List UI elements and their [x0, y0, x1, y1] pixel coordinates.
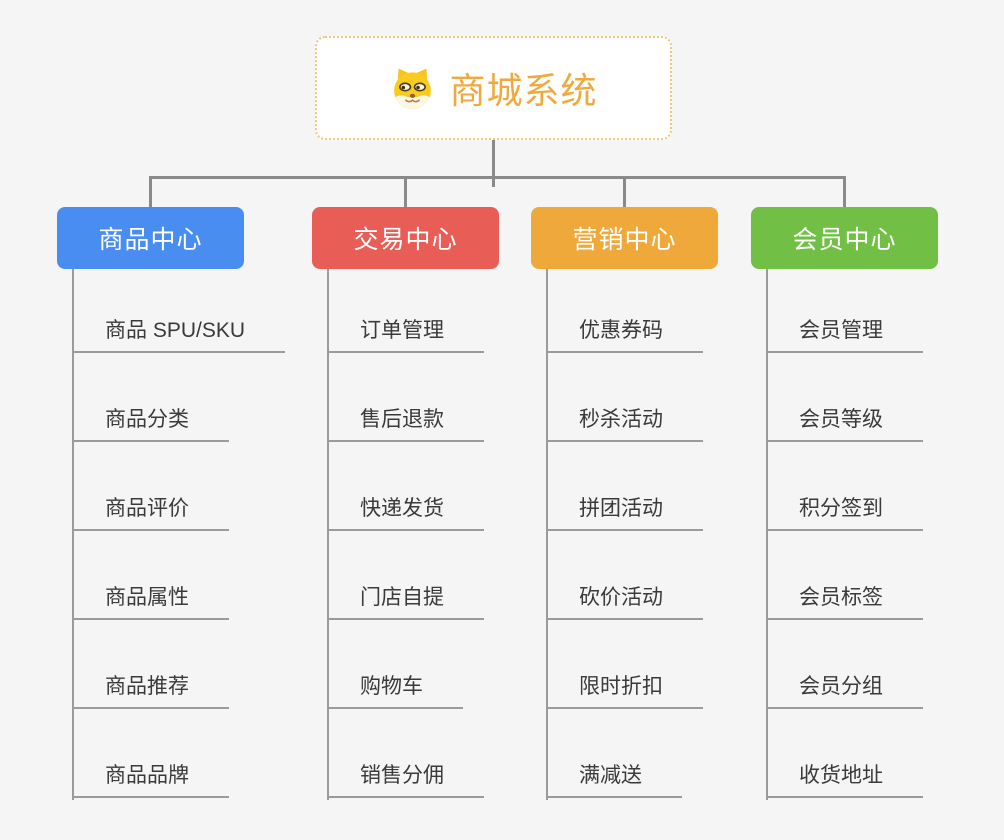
leaf-node[interactable]: 购物车	[327, 673, 463, 709]
leaf-row: 砍价活动	[531, 531, 781, 620]
leaf-row: 限时折扣	[531, 620, 781, 709]
branch-leaf-list: 优惠券码秒杀活动拼团活动砍价活动限时折扣满减送	[531, 269, 781, 800]
branch-node-member-center[interactable]: 会员中心	[751, 207, 938, 269]
leaf-row: 会员标签	[751, 531, 1001, 620]
branch-node-product-center[interactable]: 商品中心	[57, 207, 244, 269]
leaf-row: 会员管理	[751, 269, 1001, 353]
leaf-row: 销售分佣	[312, 709, 562, 798]
branch-node-trade-center[interactable]: 交易中心	[312, 207, 499, 269]
branch-column: 商品中心 商品 SPU/SKU 商品分类商品评价商品属性商品推荐商品品牌	[57, 207, 307, 800]
leaf-row: 快递发货	[312, 442, 562, 531]
leaf-node[interactable]: 会员标签	[766, 584, 923, 620]
leaf-node[interactable]: 积分签到	[766, 495, 923, 531]
leaf-node[interactable]: 满减送	[546, 762, 682, 798]
branch-leaf-list: 订单管理售后退款快递发货门店自提购物车销售分佣	[312, 269, 562, 800]
leaf-node[interactable]: 订单管理	[327, 317, 484, 353]
leaf-node[interactable]: 销售分佣	[327, 762, 484, 798]
leaf-node[interactable]: 商品评价	[72, 495, 229, 531]
leaf-row: 商品品牌	[57, 709, 307, 798]
branch-column: 营销中心 优惠券码秒杀活动拼团活动砍价活动限时折扣满减送	[531, 207, 781, 800]
leaf-node[interactable]: 会员等级	[766, 406, 923, 442]
leaf-node[interactable]: 商品属性	[72, 584, 229, 620]
leaf-row: 优惠券码	[531, 269, 781, 353]
leaf-row: 满减送	[531, 709, 781, 798]
leaf-row: 商品属性	[57, 531, 307, 620]
leaf-row: 购物车	[312, 620, 562, 709]
leaf-node[interactable]: 会员管理	[766, 317, 923, 353]
branch-node-marketing-center[interactable]: 营销中心	[531, 207, 718, 269]
leaf-row: 积分签到	[751, 442, 1001, 531]
leaf-node[interactable]: 限时折扣	[546, 673, 703, 709]
leaf-row: 收货地址	[751, 709, 1001, 798]
leaf-row: 会员分组	[751, 620, 1001, 709]
leaf-row: 商品推荐	[57, 620, 307, 709]
leaf-node[interactable]: 拼团活动	[546, 495, 703, 531]
branch-column: 会员中心 会员管理会员等级积分签到会员标签会员分组收货地址	[751, 207, 1001, 800]
leaf-node[interactable]: 商品推荐	[72, 673, 229, 709]
leaf-row: 商品 SPU/SKU	[57, 269, 307, 353]
leaf-node[interactable]: 收货地址	[766, 762, 923, 798]
leaf-node[interactable]: 会员分组	[766, 673, 923, 709]
leaf-row: 售后退款	[312, 353, 562, 442]
leaf-row: 订单管理	[312, 269, 562, 353]
leaf-row: 秒杀活动	[531, 353, 781, 442]
leaf-row: 商品分类	[57, 353, 307, 442]
leaf-node[interactable]: 快递发货	[327, 495, 484, 531]
leaf-row: 会员等级	[751, 353, 1001, 442]
branch-leaf-list: 会员管理会员等级积分签到会员标签会员分组收货地址	[751, 269, 1001, 800]
branch-column: 交易中心 订单管理售后退款快递发货门店自提购物车销售分佣	[312, 207, 562, 800]
leaf-node[interactable]: 售后退款	[327, 406, 484, 442]
leaf-node[interactable]: 砍价活动	[546, 584, 703, 620]
leaf-node[interactable]: 商品分类	[72, 406, 229, 442]
root-node[interactable]: 商城系统	[315, 36, 672, 140]
dog-icon	[394, 68, 432, 109]
leaf-row: 拼团活动	[531, 442, 781, 531]
branch-leaf-list: 商品 SPU/SKU 商品分类商品评价商品属性商品推荐商品品牌	[57, 269, 307, 800]
root-node-label: 商城系统	[449, 70, 598, 111]
leaf-node[interactable]: 商品品牌	[72, 762, 229, 798]
leaf-row: 门店自提	[312, 531, 562, 620]
leaf-row: 商品评价	[57, 442, 307, 531]
leaf-node[interactable]: 秒杀活动	[546, 406, 703, 442]
leaf-node[interactable]: 优惠券码	[546, 317, 703, 353]
leaf-node[interactable]: 门店自提	[327, 584, 484, 620]
leaf-node[interactable]: 商品 SPU/SKU	[72, 317, 286, 353]
